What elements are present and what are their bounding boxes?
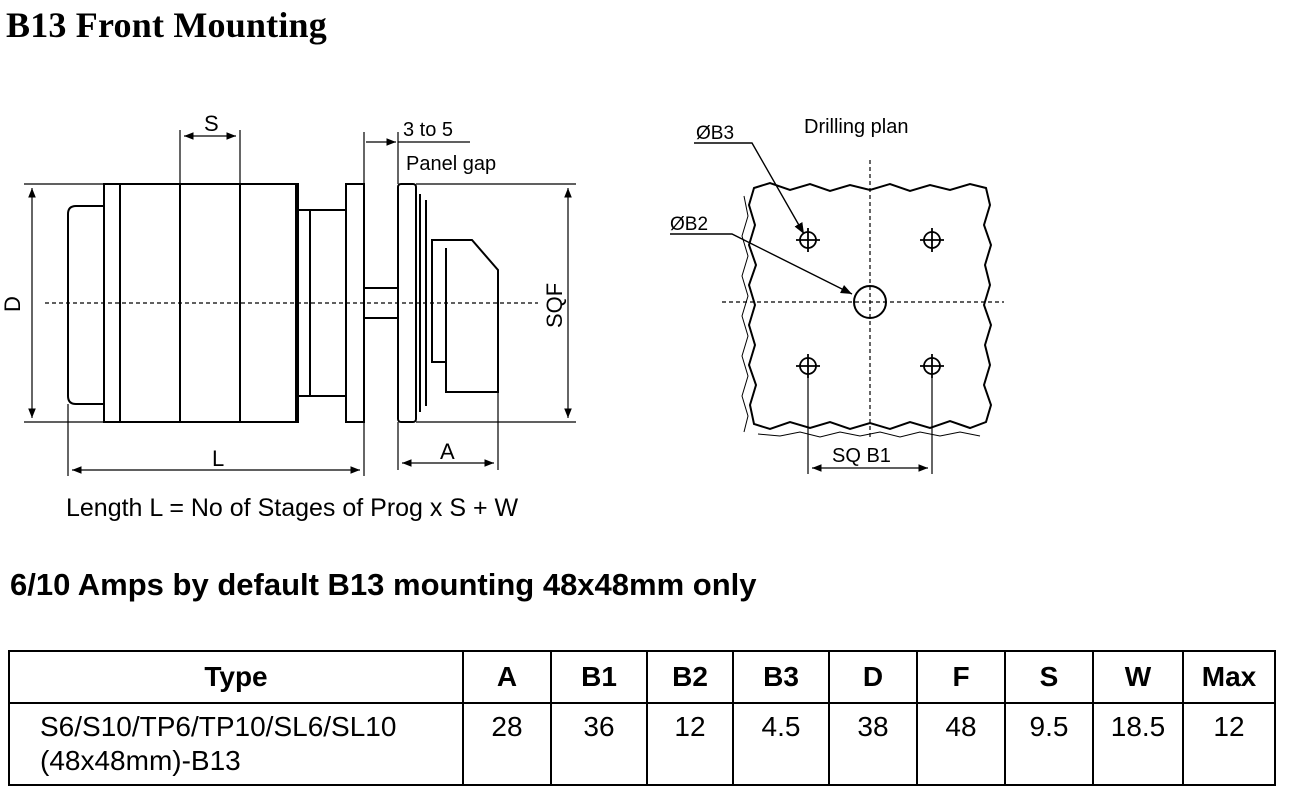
section-subtitle: 6/10 Amps by default B13 mounting 48x48m… (10, 567, 757, 602)
dimension-sq-b1-label: SQ B1 (832, 445, 891, 467)
column-header: F (916, 650, 1006, 704)
panel-gap-label: Panel gap (406, 153, 496, 175)
column-header: Type (8, 650, 464, 704)
front-bezel (397, 183, 417, 423)
length-formula: Length L = No of Stages of Prog x S + W (66, 494, 519, 522)
value-cell-max: 12 (1182, 702, 1276, 786)
table-row: S6/S10/TP6/TP10/SL6/SL10 (48x48mm)-B13 2… (8, 702, 1276, 786)
value-cell-b3: 4.5 (732, 702, 830, 786)
column-header: A (462, 650, 552, 704)
value-cell-s: 9.5 (1004, 702, 1094, 786)
column-header: B1 (550, 650, 648, 704)
hole-b2-label: ØB2 (670, 214, 708, 235)
column-header: W (1092, 650, 1184, 704)
mounting-hole (920, 354, 944, 378)
dimension-d-label: D (0, 296, 25, 312)
table-header-row: Type A B1 B2 B3 D F S W Max (8, 650, 1276, 704)
mounting-hole (920, 228, 944, 252)
center-hole-b2 (853, 285, 887, 319)
hole-b3-label: ØB3 (696, 123, 734, 144)
column-header: B2 (646, 650, 734, 704)
dimension-sqf-label: SQF (542, 283, 567, 328)
specification-table: Type A B1 B2 B3 D F S W Max S6/S10/TP6/T… (8, 650, 1276, 786)
dimension-gap-label: 3 to 5 (403, 119, 453, 141)
value-cell-w: 18.5 (1092, 702, 1184, 786)
value-cell-d: 38 (828, 702, 918, 786)
column-header: Max (1182, 650, 1276, 704)
drilling-plan (670, 142, 1004, 474)
side-view (24, 130, 576, 476)
column-header: D (828, 650, 918, 704)
type-line: (48x48mm)-B13 (40, 745, 241, 776)
mounting-hole (796, 228, 820, 252)
panel-plate (747, 181, 993, 431)
dimension-a-label: A (440, 439, 455, 464)
handle (431, 239, 499, 393)
value-cell-b1: 36 (550, 702, 648, 786)
rear-cap (67, 205, 104, 405)
value-cell-a: 28 (462, 702, 552, 786)
page-title: B13 Front Mounting (6, 5, 327, 45)
value-cell-f: 48 (916, 702, 1006, 786)
dimension-s-label: S (204, 111, 219, 136)
column-header: B3 (732, 650, 830, 704)
type-line: S6/S10/TP6/TP10/SL6/SL10 (40, 711, 397, 742)
type-cell: S6/S10/TP6/TP10/SL6/SL10 (48x48mm)-B13 (8, 702, 464, 786)
mounting-hole (796, 354, 820, 378)
drilling-plan-title: Drilling plan (804, 116, 909, 138)
value-cell-b2: 12 (646, 702, 734, 786)
column-header: S (1004, 650, 1094, 704)
technical-drawing: S 3 to 5 Panel gap D SQF L A Length L = … (0, 111, 1004, 522)
dimension-l-label: L (212, 446, 224, 471)
